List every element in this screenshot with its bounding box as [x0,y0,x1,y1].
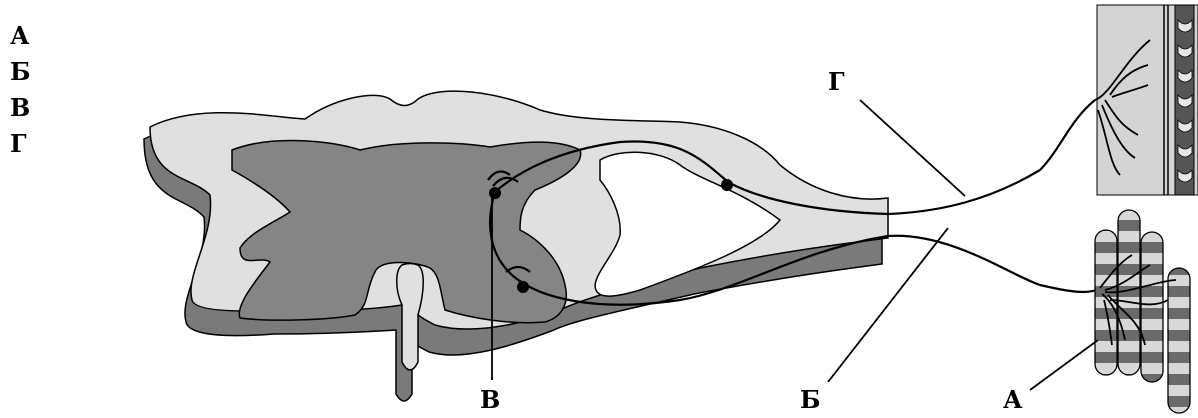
muscle-fibres [1095,210,1190,413]
skin-receptor-panel [1095,5,1198,195]
label-g: Г [828,67,845,96]
motor-neuron-soma [517,281,529,293]
leader-line-a [1030,340,1098,390]
label-b: Б [800,385,821,414]
label-v: В [480,385,500,414]
label-a: А [1003,385,1023,414]
interneuron-soma [489,187,501,199]
sensory-neuron-soma [721,179,733,191]
leader-line-g [860,100,965,196]
